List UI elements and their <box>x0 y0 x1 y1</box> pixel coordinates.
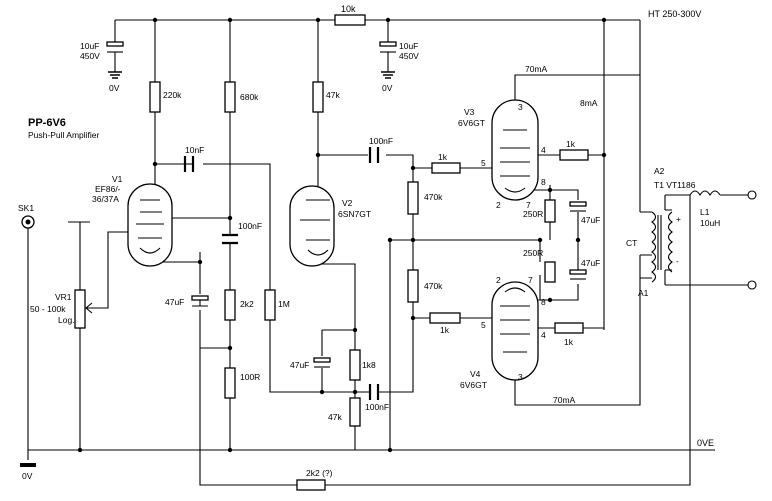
labels-i70-bot: 70mA <box>553 395 576 405</box>
labels-c1-1: 450V <box>80 51 100 61</box>
labels-c47-v1: 47uF <box>165 297 184 307</box>
labels-minus: - <box>676 256 679 266</box>
labels-r1k8: 1k8 <box>362 360 376 370</box>
labels-c1-2: 0V <box>109 83 120 93</box>
labels-fb: 2k2 (?) <box>306 468 333 478</box>
labels-r2k2: 2k2 <box>240 299 254 309</box>
labels-pins-v3-3: 3 <box>518 102 523 112</box>
labels-v1-2: 36/37A <box>92 194 119 204</box>
subtitle: Push-Pull Amplifier <box>28 130 100 140</box>
labels-v4-0: V4 <box>470 369 481 379</box>
labels-vr1-1: 50 - 100k <box>30 304 66 314</box>
labels-pins-v4-2: 2 <box>496 275 501 285</box>
labels-r47k-top: 47k <box>326 90 340 100</box>
labels-i8: 8mA <box>580 98 598 108</box>
labels-r100r: 100R <box>240 372 260 382</box>
labels-c-100n-bot: 100nF <box>365 402 389 412</box>
labels-a1: A1 <box>638 288 649 298</box>
v3-valve <box>491 99 539 201</box>
title: PP-6V6 <box>28 117 66 129</box>
labels-r250-bot: 250R <box>523 248 543 258</box>
labels-pins-v4-3: 3 <box>518 372 523 382</box>
v2-valve <box>289 185 335 267</box>
labels-t1: T1 VT1186 <box>654 180 696 190</box>
ove-label: 0VE <box>697 438 714 448</box>
labels-v2-1: 6SN7GT <box>338 209 371 219</box>
labels-sk1: SK1 <box>18 203 34 213</box>
labels-pins-v4-5: 5 <box>481 320 486 330</box>
labels-r470k-bot: 470k <box>424 281 443 291</box>
labels-pins-v4-4: 4 <box>541 330 546 340</box>
labels-v1-0: V1 <box>112 174 123 184</box>
resistors <box>74 14 589 491</box>
r-ht-label: 10k <box>341 4 356 14</box>
labels-c2-2: 0V <box>382 83 393 93</box>
labels-plus: + <box>676 214 681 224</box>
labels-i70-top: 70mA <box>525 64 548 74</box>
labels-r220k: 220k <box>163 90 182 100</box>
labels-r250-top: 250R <box>523 209 543 219</box>
labels-r1k-s4: 1k <box>564 337 574 347</box>
labels-r1k-s3: 1k <box>566 139 576 149</box>
labels-l1-0: L1 <box>700 207 710 217</box>
labels: PP-6V6 Push-Pull Amplifier HT 250-300V 0… <box>18 4 720 481</box>
labels-r680k: 680k <box>240 92 259 102</box>
labels-pins-v4-7: 7 <box>528 275 533 285</box>
wires <box>27 19 748 486</box>
labels-c1-0: 10uF <box>80 41 99 51</box>
labels-pins-v3-4: 4 <box>541 145 546 155</box>
labels-r1k-g4: 1k <box>440 325 450 335</box>
labels-c47-b: 47uF <box>581 258 600 268</box>
labels-c-v1: 10nF <box>185 145 204 155</box>
labels-l1-1: 10uH <box>700 218 720 228</box>
labels-v3-0: V3 <box>464 107 475 117</box>
labels-c2-1: 450V <box>399 51 419 61</box>
labels-c2-0: 10uF <box>399 41 418 51</box>
input-socket <box>20 215 36 467</box>
v1-valve <box>127 183 173 267</box>
labels-r1k-g3: 1k <box>438 152 448 162</box>
labels-ov-bottom: 0V <box>22 471 33 481</box>
labels-vr1-2: Log. <box>58 315 75 325</box>
labels-pins-v3-7: 7 <box>526 200 531 210</box>
labels-pins-v3-5: 5 <box>481 158 486 168</box>
labels-pins-v3-8: 8 <box>541 177 546 187</box>
output-transformer <box>640 190 757 290</box>
labels-c-100n-v1: 100nF <box>238 221 262 231</box>
labels-a2: A2 <box>654 166 665 176</box>
labels-v4-1: 6V6GT <box>460 380 487 390</box>
ht-label: HT 250-300V <box>648 9 701 19</box>
capacitors <box>106 41 587 400</box>
labels-v3-1: 6V6GT <box>458 118 485 128</box>
labels-r47k-bot: 47k <box>328 412 342 422</box>
labels-c47-a: 47uF <box>581 215 600 225</box>
labels-c47-v2: 47uF <box>290 360 309 370</box>
labels-vr1-0: VR1 <box>55 292 72 302</box>
v4-valve <box>491 281 539 381</box>
labels-c-100n-top: 100nF <box>369 136 393 146</box>
labels-ct: CT <box>626 238 637 248</box>
junction-dots <box>77 17 607 453</box>
labels-r1m: 1M <box>278 299 290 309</box>
labels-pins-v3-2: 2 <box>496 200 501 210</box>
labels-r470k-top: 470k <box>424 192 443 202</box>
labels-pins-v4-8: 8 <box>541 297 546 307</box>
labels-v2-0: V2 <box>342 198 353 208</box>
labels-v1-1: EF86/- <box>95 184 121 194</box>
